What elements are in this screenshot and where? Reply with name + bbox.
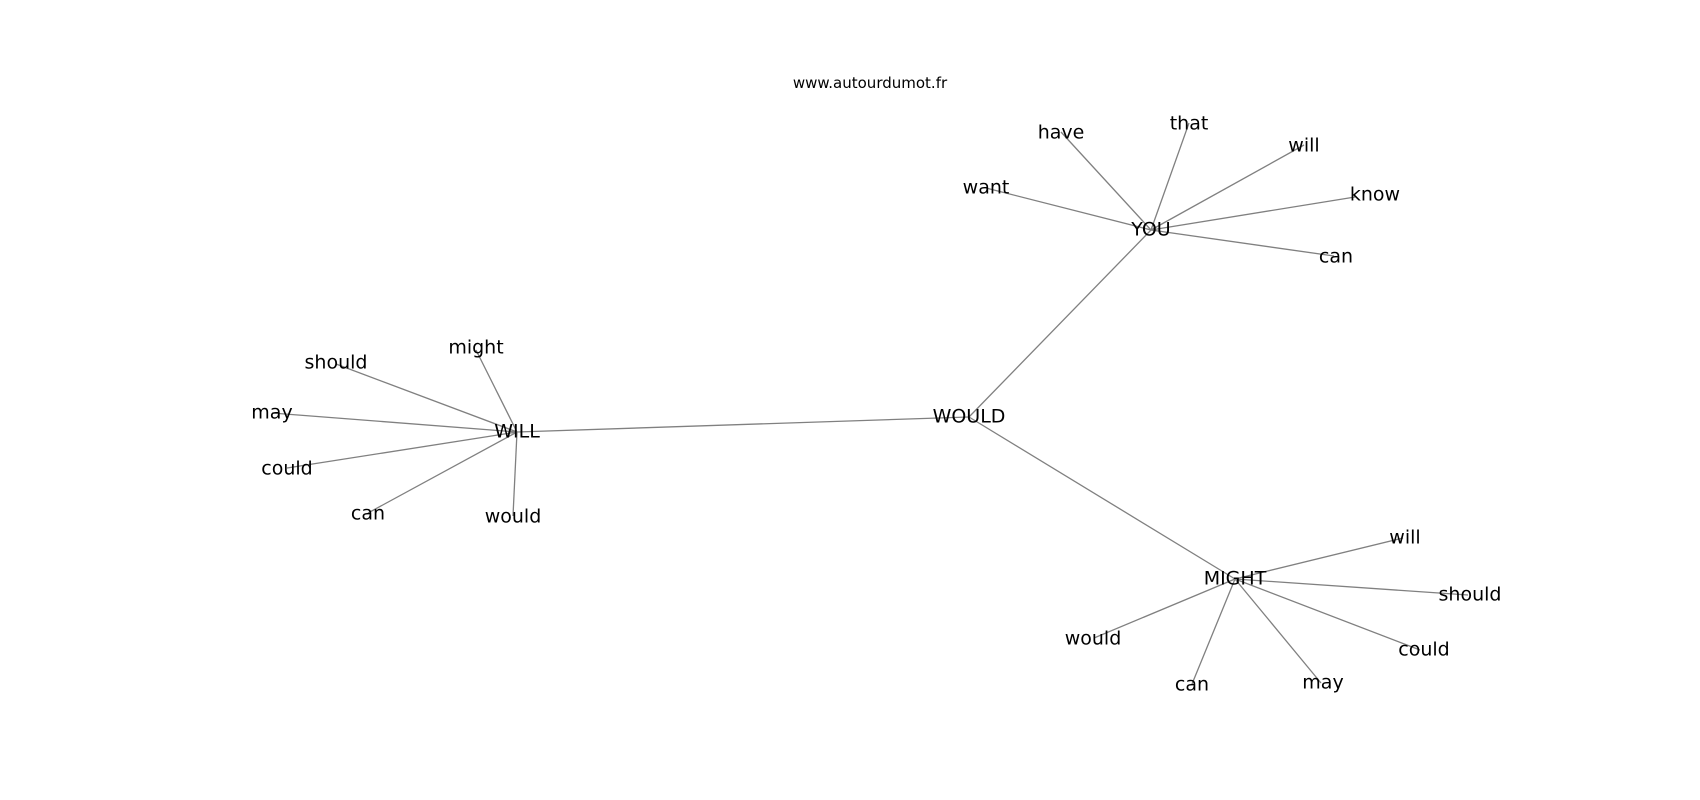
might-leaf-could: could xyxy=(1398,639,1449,661)
edge-will-can xyxy=(367,431,518,514)
edge-might-would xyxy=(1093,578,1236,639)
will-leaf-could: could xyxy=(261,458,312,480)
hub-might: MIGHT xyxy=(1204,568,1267,590)
edge-might-will xyxy=(1234,537,1404,580)
hub-you: YOU xyxy=(1130,219,1170,241)
might-leaf-should: should xyxy=(1439,584,1502,606)
might-leaf-may: may xyxy=(1302,672,1343,694)
edge-might-could xyxy=(1234,578,1421,651)
you-leaf-that: that xyxy=(1170,113,1209,135)
might-leaf-can: can xyxy=(1175,674,1209,696)
edges xyxy=(271,122,1469,685)
you-leaf-have: have xyxy=(1038,122,1085,144)
you-leaf-will: will xyxy=(1288,135,1319,157)
edge-might-can xyxy=(1191,578,1236,685)
edge-would-might xyxy=(968,416,1236,580)
might-leaf-will: will xyxy=(1389,527,1420,549)
edge-you-that xyxy=(1150,122,1190,231)
leaf-labels: might should may could can would have th… xyxy=(251,113,1501,696)
will-leaf-may: may xyxy=(251,402,292,424)
site-credit: www.autourdumot.fr xyxy=(793,74,948,92)
hub-will: WILL xyxy=(494,421,540,443)
edge-will-may xyxy=(271,412,518,433)
edge-will-would xyxy=(512,431,518,517)
will-leaf-should: should xyxy=(305,352,368,374)
edge-you-want xyxy=(985,187,1152,231)
will-leaf-might: might xyxy=(448,337,503,359)
edge-you-know xyxy=(1150,196,1356,231)
might-leaf-would: would xyxy=(1065,628,1122,650)
edge-will-should xyxy=(335,363,518,433)
edge-might-may xyxy=(1234,578,1322,684)
you-leaf-want: want xyxy=(963,177,1010,199)
will-leaf-would: would xyxy=(485,506,542,528)
edge-you-have xyxy=(1060,131,1152,231)
hub-would: WOULD xyxy=(933,406,1006,428)
edge-you-will xyxy=(1150,144,1305,231)
edge-will-could xyxy=(286,431,518,469)
will-leaf-can: can xyxy=(351,503,385,525)
edge-will-might xyxy=(475,349,518,433)
hub-labels: WOULD WILL YOU MIGHT xyxy=(494,219,1266,590)
you-leaf-can: can xyxy=(1319,246,1353,268)
edge-would-you xyxy=(968,229,1152,418)
edge-might-should xyxy=(1234,578,1469,596)
edge-you-can xyxy=(1150,229,1335,257)
edge-would-will xyxy=(516,416,970,433)
you-leaf-know: know xyxy=(1350,184,1400,206)
